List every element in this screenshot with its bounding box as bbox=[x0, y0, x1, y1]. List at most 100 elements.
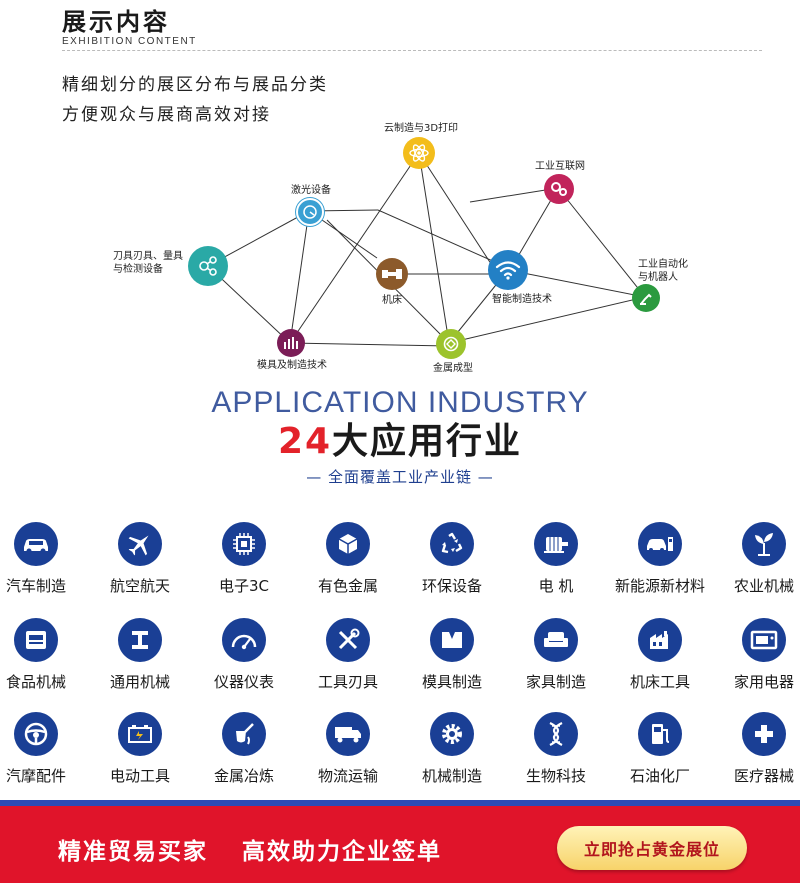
industry-item: 物流运输 bbox=[298, 712, 398, 786]
automation-robot-label-line-1: 工业自动化 bbox=[638, 259, 688, 270]
industry-label: 农业机械 bbox=[733, 577, 794, 595]
application-industry-heading: 24大应用行业 bbox=[0, 412, 800, 464]
industry-item: 医疗器械 bbox=[714, 712, 800, 786]
industry-label: 家用电器 bbox=[733, 673, 794, 691]
cube-icon bbox=[326, 522, 370, 566]
exhibit-network-diagram: 云制造与3D打印 工业互联网 激光设备 刀具刃具、量具 与检测设备 机床 智能制… bbox=[0, 110, 800, 380]
chip-icon bbox=[222, 522, 266, 566]
wrench-screwdriver-icon bbox=[326, 618, 370, 662]
car-icon bbox=[14, 522, 58, 566]
industry-label: 工具刃具 bbox=[317, 673, 378, 691]
footer-slogan-1: 精准贸易买家 bbox=[58, 839, 208, 865]
industry-item: 模具制造 bbox=[402, 618, 502, 692]
sofa-icon bbox=[534, 618, 578, 662]
tv-icon bbox=[742, 618, 786, 662]
cutting-tools-label-line-2: 与检测设备 bbox=[113, 264, 163, 275]
robot-arm-icon bbox=[640, 293, 652, 305]
ladle-icon bbox=[222, 712, 266, 756]
link bbox=[469, 187, 559, 203]
industry-label: 环保设备 bbox=[421, 577, 482, 595]
industry-label: 通用机械 bbox=[109, 673, 170, 691]
industry-label: 石油化厂 bbox=[629, 767, 690, 785]
motor-icon bbox=[534, 522, 578, 566]
mold-icon bbox=[284, 337, 298, 349]
factory-icon bbox=[638, 618, 682, 662]
gear-icon bbox=[430, 712, 474, 756]
industry-label: 家具制造 bbox=[525, 673, 586, 691]
industry-label: 机床工具 bbox=[629, 673, 690, 691]
link bbox=[507, 269, 646, 298]
intro-text: 精细划分的展区分布与展品分类 方便观众与展商高效对接 bbox=[62, 70, 328, 130]
application-industry-en: APPLICATION INDUSTRY bbox=[211, 386, 589, 419]
wifi-icon bbox=[495, 261, 521, 280]
industry-item: 有色金属 bbox=[298, 522, 398, 596]
industry-label: 机械制造 bbox=[421, 767, 482, 785]
industry-item: 家用电器 bbox=[714, 618, 800, 692]
industry-item: 通用机械 bbox=[90, 618, 190, 692]
footer-slogan-2: 高效助力企业签单 bbox=[242, 839, 442, 865]
mold-manufacturing-node bbox=[277, 329, 305, 357]
industry-label: 生物科技 bbox=[525, 767, 586, 785]
gauge-icon bbox=[222, 618, 266, 662]
metal-forming-node bbox=[436, 329, 466, 359]
industry-label: 模具制造 bbox=[421, 673, 482, 691]
link bbox=[377, 209, 496, 263]
machine-tool-label: 机床 bbox=[382, 295, 402, 306]
industry-item: 石油化厂 bbox=[610, 712, 710, 786]
cutting-tools-label: 刀具刃具、量具 与检测设备 bbox=[113, 250, 183, 276]
link bbox=[557, 187, 646, 298]
smart-manufacturing-node bbox=[488, 250, 528, 290]
industry-label: 航空航天 bbox=[109, 577, 170, 595]
forming-icon bbox=[443, 336, 459, 352]
industry-item: 仪器仪表 bbox=[194, 618, 294, 692]
industrial-internet-label: 工业互联网 bbox=[535, 161, 585, 172]
industry-item: 电动工具 bbox=[90, 712, 190, 786]
machine-icon bbox=[382, 269, 402, 279]
automation-robot-label-line-2: 与机器人 bbox=[638, 272, 678, 283]
cutting-tools-node bbox=[188, 246, 228, 286]
industry-label: 食品机械 bbox=[5, 673, 66, 691]
link bbox=[289, 342, 450, 347]
footer-slogan: 精准贸易买家 高效助力企业签单 bbox=[58, 832, 442, 866]
industry-label: 物流运输 bbox=[317, 767, 378, 785]
industry-item: 家具制造 bbox=[506, 618, 606, 692]
machine-tool-node bbox=[376, 258, 408, 290]
laser-icon bbox=[303, 205, 317, 219]
application-tagline: — 全面覆盖工业产业链 — bbox=[306, 468, 494, 486]
truck-icon bbox=[326, 712, 370, 756]
i-beam-icon bbox=[118, 618, 162, 662]
medical-cross-icon bbox=[742, 712, 786, 756]
industry-item: 农业机械 bbox=[714, 522, 800, 596]
automation-robot-node bbox=[632, 284, 660, 312]
steering-wheel-icon bbox=[14, 712, 58, 756]
network-links bbox=[207, 152, 646, 347]
laser-equipment-node bbox=[296, 198, 324, 226]
ev-charging-icon bbox=[638, 522, 682, 566]
book-booth-button[interactable]: 立即抢占黄金展位 bbox=[557, 826, 747, 870]
link bbox=[418, 152, 496, 271]
industry-label: 汽车制造 bbox=[5, 577, 66, 595]
industry-item: 金属冶炼 bbox=[194, 712, 294, 786]
industry-label: 汽摩配件 bbox=[5, 767, 66, 785]
industry-item: 航空航天 bbox=[90, 522, 190, 596]
fuel-pump-icon bbox=[638, 712, 682, 756]
industry-label: 有色金属 bbox=[317, 577, 378, 595]
intro-line-1: 精细划分的展区分布与展品分类 bbox=[62, 75, 328, 95]
automation-robot-label: 工业自动化 与机器人 bbox=[638, 258, 688, 284]
food-machine-icon bbox=[14, 618, 58, 662]
industry-item: 汽车制造 bbox=[0, 522, 86, 596]
industry-heading-text: 大应用行业 bbox=[332, 421, 523, 462]
molecule-icon bbox=[199, 256, 217, 276]
section-title: 展示内容 bbox=[62, 8, 170, 36]
cloud-manufacturing-node bbox=[403, 137, 435, 169]
industry-label: 电动工具 bbox=[109, 767, 170, 785]
cutting-tools-label-line-1: 刀具刃具、量具 bbox=[113, 251, 183, 262]
industry-label: 金属冶炼 bbox=[213, 767, 274, 785]
dna-icon bbox=[534, 712, 578, 756]
divider bbox=[62, 50, 762, 51]
industry-item: 新能源新材料 bbox=[610, 522, 710, 596]
industrial-internet-node bbox=[544, 174, 574, 204]
sprout-icon bbox=[742, 522, 786, 566]
laser-equipment-label: 激光设备 bbox=[291, 185, 331, 196]
footer-banner: 精准贸易买家 高效助力企业签单 立即抢占黄金展位 bbox=[0, 800, 800, 883]
